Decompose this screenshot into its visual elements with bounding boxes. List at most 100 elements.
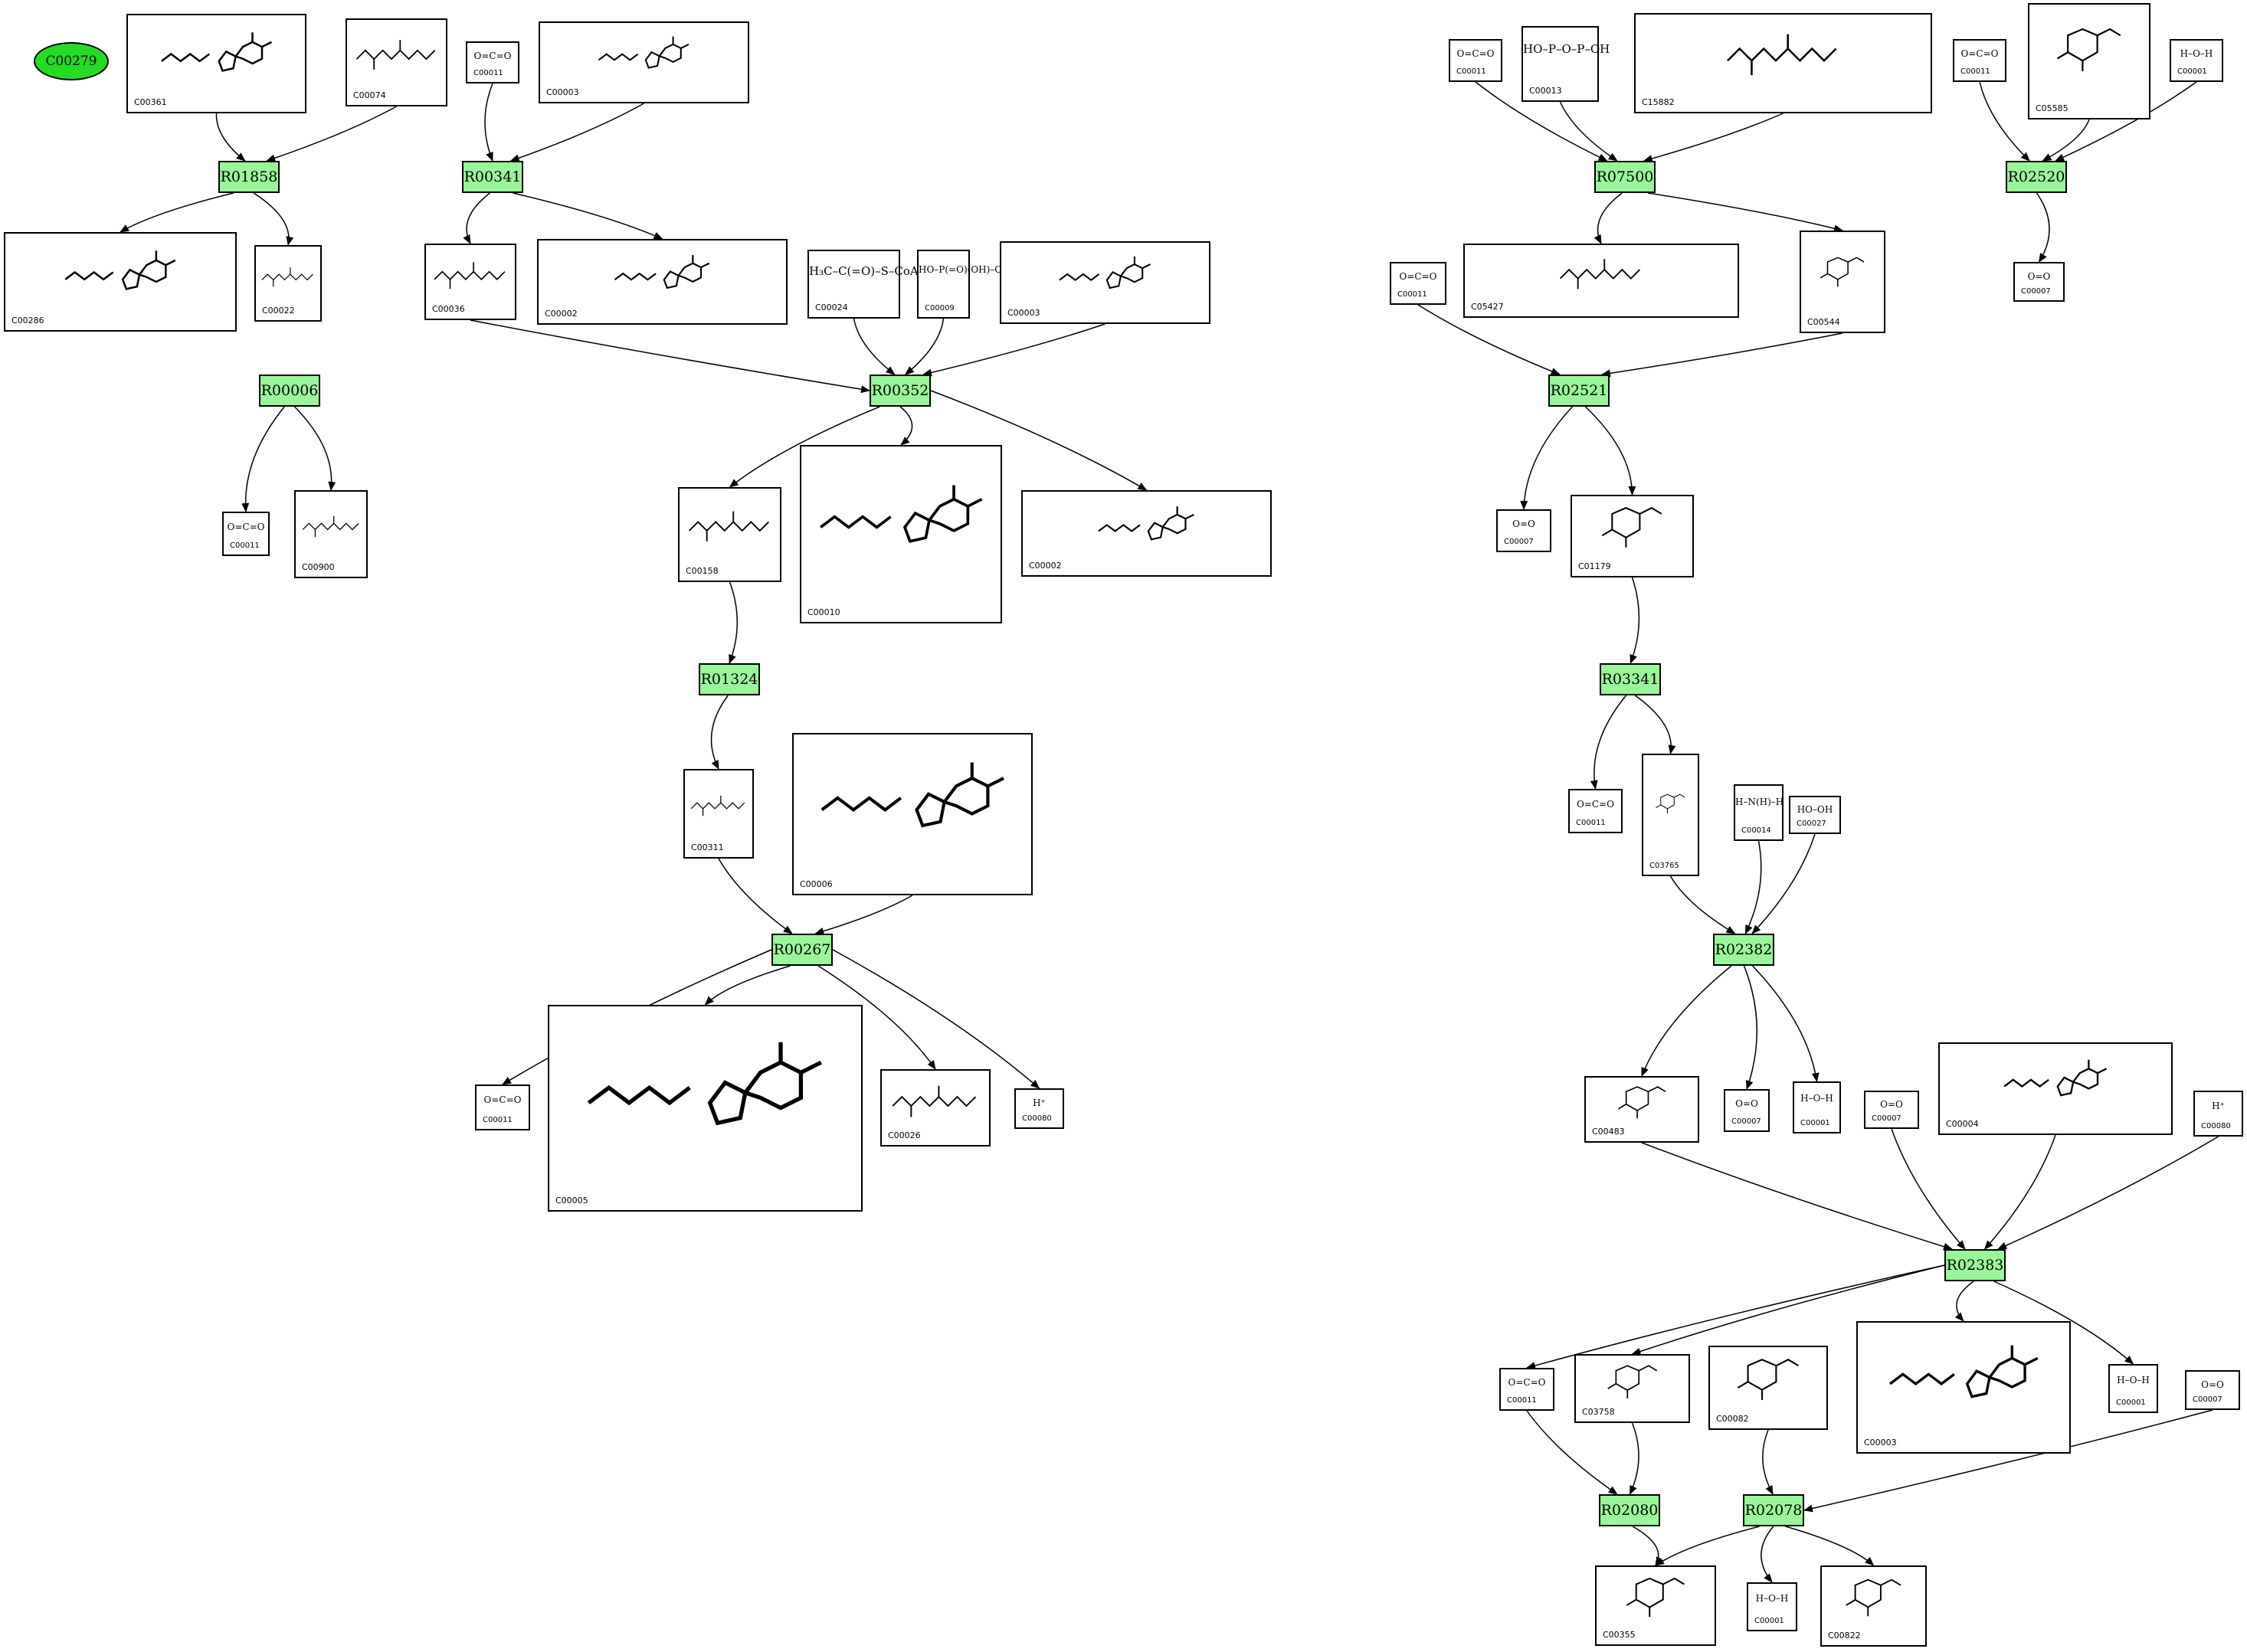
compound-box-c01179[interactable]: C01179: [1571, 495, 1694, 577]
compound-box-c00004[interactable]: C00004: [1938, 1042, 2173, 1135]
reaction-node-r00341[interactable]: R00341: [462, 161, 523, 193]
compound-box-c00158[interactable]: C00158: [678, 487, 781, 582]
structure-drawing-icon: [261, 267, 313, 286]
compound-id: C00011: [1397, 290, 1427, 299]
reaction-node-r07500[interactable]: R07500: [1594, 161, 1656, 193]
reaction-node-r02520[interactable]: R02520: [2006, 161, 2067, 193]
reaction-edge: [1641, 965, 1732, 1077]
reaction-edge: [215, 113, 246, 162]
compound-box-c00002[interactable]: C00002: [1021, 490, 1272, 577]
reaction-node-r02382[interactable]: R02382: [1713, 934, 1774, 966]
compound-formula: O=O: [1880, 1099, 1903, 1111]
reaction-label: R01324: [700, 671, 758, 688]
compound-box-c00822[interactable]: C00822: [1820, 1565, 1927, 1647]
reaction-node-r00006[interactable]: R00006: [259, 375, 320, 407]
compound-box-c00080[interactable]: H⁺C00080: [1014, 1088, 1064, 1129]
compound-box-c00074[interactable]: C00074: [346, 18, 447, 106]
compound-id: C00003: [1864, 1438, 1897, 1448]
compound-formula: O=C=O: [473, 51, 512, 62]
reaction-edge: [704, 965, 791, 1006]
compound-id: C00010: [807, 607, 840, 617]
compound-box-c03758[interactable]: C03758: [1574, 1354, 1690, 1423]
compound-box-c05585[interactable]: C05585: [2028, 3, 2150, 119]
reaction-node-r01858[interactable]: R01858: [218, 161, 280, 193]
structure-drawing-icon: [614, 254, 710, 289]
compound-box-c00036[interactable]: C00036: [424, 244, 516, 320]
compound-box-c00010[interactable]: C00010: [800, 445, 1002, 623]
compound-box-c00022[interactable]: C00022: [254, 245, 322, 322]
structure-drawing-icon: [1820, 257, 1865, 287]
compound-id: C00007: [2021, 287, 2051, 296]
compound-id: C03765: [1649, 862, 1679, 870]
structure-drawing-icon: [690, 796, 745, 816]
compound-box-c00355[interactable]: C00355: [1595, 1565, 1716, 1646]
compound-box-c00082[interactable]: C00082: [1708, 1346, 1828, 1430]
compound-id: C00002: [1029, 561, 1062, 571]
reaction-node-r03341[interactable]: R03341: [1600, 663, 1661, 695]
reaction-edge: [509, 103, 644, 162]
compound-id: C00001: [2177, 67, 2207, 76]
compound-box-c05427[interactable]: C05427: [1463, 244, 1739, 318]
reaction-node-r02521[interactable]: R02521: [1548, 375, 1610, 407]
structure-drawing-icon: [819, 485, 983, 543]
compound-box-c00003[interactable]: C00003: [539, 21, 749, 103]
compound-box-c00286[interactable]: C00286: [4, 232, 237, 332]
compound-box-c00006[interactable]: C00006: [792, 733, 1033, 895]
reaction-edge: [729, 406, 880, 488]
compound-box-c00005[interactable]: C00005: [548, 1005, 863, 1212]
compound-id: C00158: [686, 566, 719, 576]
compound-id: C00011: [230, 541, 260, 550]
compound-box-c00003[interactable]: C00003: [1000, 241, 1210, 324]
compound-formula: O=C=O: [1456, 48, 1495, 60]
reaction-node-r02080[interactable]: R02080: [1599, 1494, 1660, 1526]
compound-box-c03765[interactable]: C03765: [1642, 754, 1699, 876]
compound-id: C05585: [2036, 103, 2068, 113]
compound-formula: O=O: [2027, 270, 2051, 282]
reaction-node-r00352[interactable]: R00352: [870, 375, 931, 407]
reaction-node-r01324[interactable]: R01324: [699, 663, 760, 695]
compound-box-c00483[interactable]: C00483: [1584, 1076, 1699, 1143]
structure-drawing-icon: [355, 40, 436, 70]
compound-box-c00026[interactable]: C00026: [880, 1069, 991, 1147]
structure-drawing-icon: [434, 261, 506, 289]
compound-box-c00080[interactable]: H⁺C00080: [2193, 1091, 2243, 1137]
compound-id: C00002: [545, 309, 578, 319]
compound-box-c00311[interactable]: C00311: [683, 769, 754, 859]
reaction-edge: [1979, 81, 2030, 162]
compound-box-c00003[interactable]: C00003: [1856, 1321, 2071, 1454]
compound-box-c00361[interactable]: C00361: [126, 14, 306, 113]
compound-box-c00002[interactable]: C00002: [537, 239, 788, 325]
reaction-node-r02078[interactable]: R02078: [1743, 1494, 1804, 1526]
structure-drawing-icon: [598, 36, 689, 70]
compound-box-c00007[interactable]: O=O C00007: [2013, 262, 2065, 302]
compound-box-c00544[interactable]: C00544: [1800, 231, 1885, 333]
reaction-node-r02383[interactable]: R02383: [1944, 1249, 2006, 1281]
compound-box-c00900[interactable]: C00900: [294, 490, 368, 578]
compound-box-c15882[interactable]: C15882: [1634, 13, 1932, 113]
reaction-node-r00267[interactable]: R00267: [771, 934, 833, 966]
reaction-edge: [832, 949, 1040, 1089]
start-compound-node[interactable]: C00279: [34, 42, 109, 80]
